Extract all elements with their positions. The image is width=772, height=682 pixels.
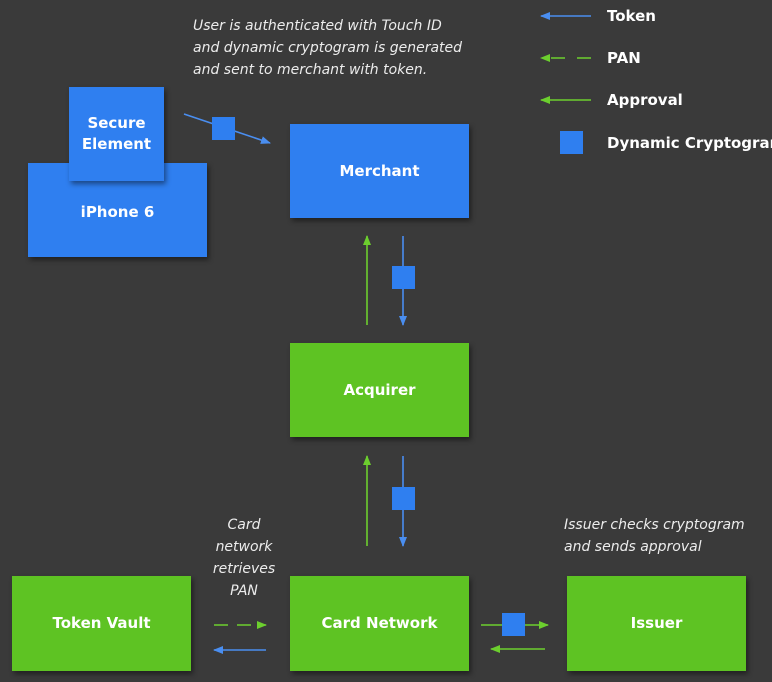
acquirer-label: Acquirer: [343, 380, 416, 399]
legend-approval-label: Approval: [607, 91, 683, 109]
legend-cryptogram-square: [560, 131, 583, 154]
card-network-label: Card Network: [321, 614, 438, 632]
secure-element-label: Secure Element: [81, 114, 152, 153]
issuer-node: Issuer: [567, 576, 746, 671]
issuer-note: Issuer checks cryptogram and sends appro…: [564, 517, 745, 555]
touch-id-note: User is authenticated with Touch ID and …: [193, 18, 463, 78]
cryptogram-square: [212, 117, 235, 140]
legend-pan-label: PAN: [607, 49, 641, 67]
card-network-note: Card network retrieves PAN: [212, 517, 276, 599]
iphone-label: iPhone 6: [80, 202, 155, 221]
secure-element-node: Secure Element: [69, 87, 164, 181]
merchant-label: Merchant: [339, 161, 420, 180]
card-network-node: Card Network: [290, 576, 469, 671]
token-vault-node: Token Vault: [12, 576, 191, 671]
issuer-label: Issuer: [630, 614, 683, 632]
merchant-node: Merchant: [290, 124, 469, 218]
token-vault-label: Token Vault: [52, 614, 151, 632]
acquirer-node: Acquirer: [290, 343, 469, 437]
cryptogram-square: [392, 266, 415, 289]
cryptogram-square: [392, 487, 415, 510]
cryptogram-square: [502, 613, 525, 636]
legend-cryptogram-label: Dynamic Cryptogram: [607, 134, 772, 152]
legend-token-label: Token: [607, 7, 656, 25]
